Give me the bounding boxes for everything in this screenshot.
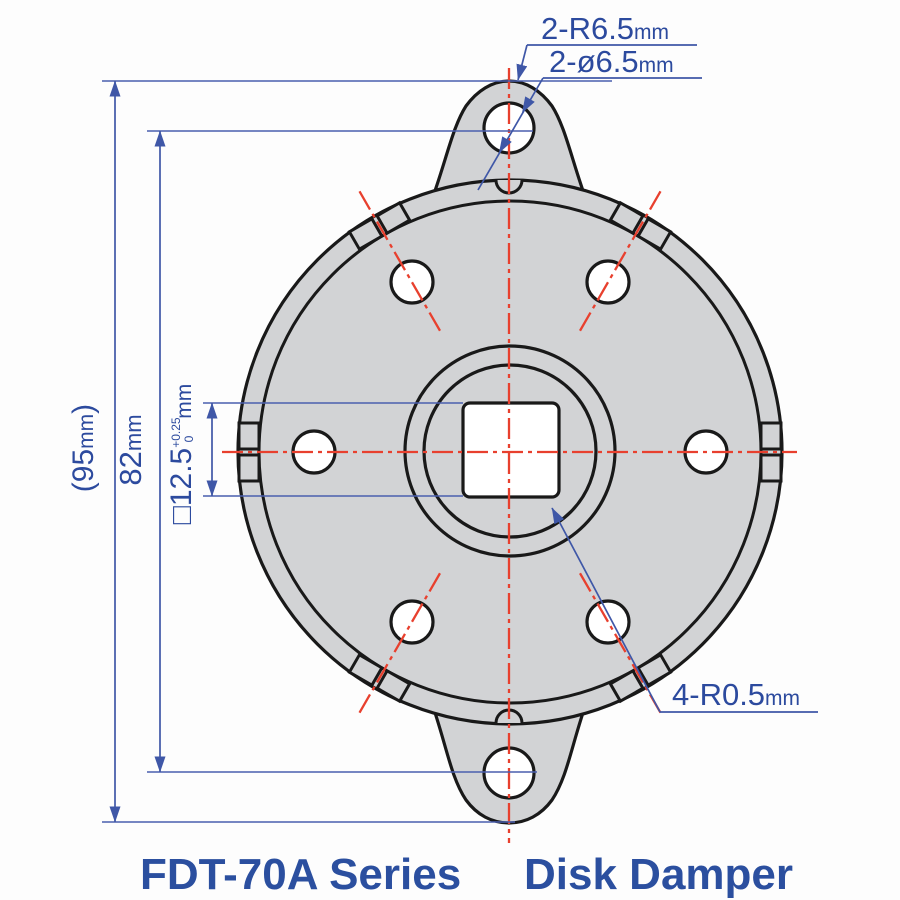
rim-notch [608, 200, 673, 252]
diameter-arrowhead [499, 136, 512, 153]
rim-notch [759, 421, 783, 483]
dimension-82: 82mm [113, 130, 537, 773]
centerline-diagonal [358, 189, 441, 332]
rim-notch [347, 200, 412, 252]
dimension-square-12-5: □12.5+0.250mm [165, 384, 463, 525]
drawing-title: FDT-70A Series Disk Damper [140, 850, 793, 899]
small-hole-lower-right [585, 599, 631, 645]
callout-2-dia6-5-label: 2-ø6.5mm [549, 44, 674, 79]
dim-square-label: □12.5+0.250mm [165, 384, 198, 525]
square-shaft-hole [461, 401, 561, 499]
dim-95-label: (95mm) [67, 404, 100, 492]
diameter-arrowhead [522, 96, 535, 113]
small-hole-upper-left [389, 259, 435, 305]
callout-4-R0-5: 4-R0.5mm [551, 507, 818, 713]
centerline-diagonal [358, 572, 441, 715]
title-series: FDT-70A Series [140, 850, 461, 899]
rim-notch [237, 421, 261, 483]
callout-4-R0-5-label: 4-R0.5mm [672, 677, 800, 712]
rim-notch [347, 652, 412, 704]
dim-82-label: 82mm [113, 414, 148, 485]
title-product: Disk Damper [524, 850, 793, 899]
small-hole-upper-right [585, 259, 631, 305]
rim-notch [608, 652, 673, 704]
callout-2-R6-5: 2-R6.5mm [516, 11, 697, 81]
callout-2-R6-5-label: 2-R6.5mm [541, 11, 669, 46]
centerline-diagonal [579, 189, 662, 332]
dimension-95: (95mm) [67, 80, 612, 823]
small-hole-lower-left [389, 599, 435, 645]
rim-notches [237, 200, 783, 704]
callout-2-dia6-5: 2-ø6.5mm [477, 44, 702, 191]
